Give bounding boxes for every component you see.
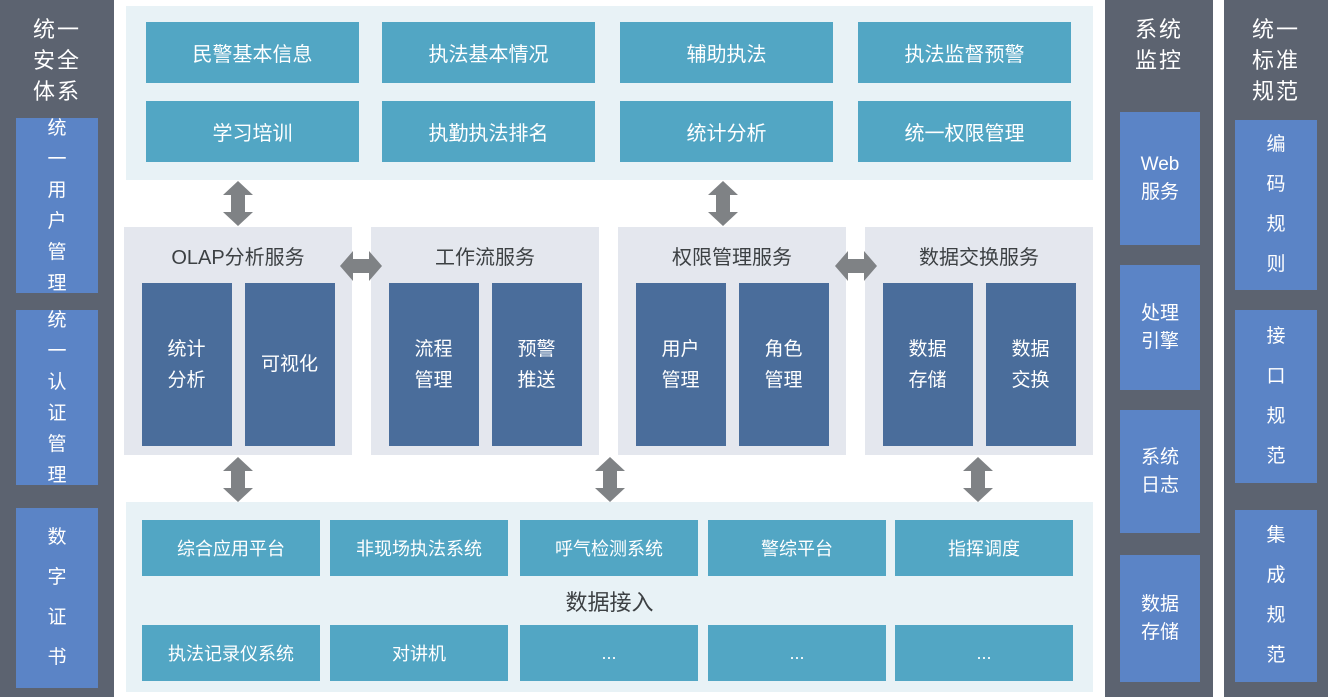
source-box-body-camera-system: 执法记录仪系统 <box>142 625 320 681</box>
source-box-command-dispatch: 指挥调度 <box>895 520 1073 576</box>
monitor-item-web-service: Web 服务 <box>1120 112 1200 245</box>
title-line: 体系 <box>32 79 81 104</box>
source-box-offsite-enforcement: 非现场执法系统 <box>330 520 508 576</box>
monitor-item-label: 引擎 <box>1140 330 1179 352</box>
double-arrow-vertical-icon <box>963 457 993 502</box>
service-box-label: 角色 <box>764 338 803 360</box>
title-line: 监控 <box>1134 48 1183 73</box>
service-box-label: 数据 <box>908 338 947 360</box>
service-box-label: 管理 <box>764 369 803 391</box>
service-group-title: 数据交换服务 <box>919 246 1039 269</box>
source-box-intercom: 对讲机 <box>330 625 508 681</box>
app-box-statistic-analysis: 统计分析 <box>620 101 833 162</box>
monitor-item-label: 日志 <box>1140 474 1179 496</box>
title-line: 系统 <box>1134 17 1183 42</box>
service-box-label: 管理 <box>661 369 700 391</box>
monitor-item-label: 处理 <box>1140 302 1179 324</box>
double-arrow-vertical-icon <box>223 457 253 502</box>
title-line: 标准 <box>1251 48 1300 73</box>
title-line: 规范 <box>1251 79 1300 104</box>
app-box-supervision-warning: 执法监督预警 <box>858 22 1071 83</box>
service-group-title: OLAP分析服务 <box>171 246 305 269</box>
service-box-label: 可视化 <box>260 354 318 375</box>
standards-column-title: 统一 标准 规范 <box>1224 0 1328 107</box>
sidebar-item-label: 统一认证管理 <box>47 309 67 486</box>
sidebar-item-unified-user-management: 统一用户管理 <box>16 118 98 294</box>
app-box-enforcement-basic: 执法基本情况 <box>382 22 595 83</box>
standard-item-interface-spec: 接口规范 <box>1235 310 1317 483</box>
security-sidebar-title: 统一 安全 体系 <box>0 0 114 107</box>
app-box-unified-permission: 统一权限管理 <box>858 101 1071 162</box>
service-box-label: 预警 <box>517 338 556 360</box>
service-group-data-exchange: 数据交换服务 数据 存储 数据 交换 <box>865 227 1093 455</box>
application-layer-section: 民警基本信息 执法基本情况 辅助执法 执法监督预警 学习培训 执勤执法排名 统计… <box>126 6 1093 180</box>
standard-item-label: 集成规范 <box>1266 525 1286 666</box>
standard-item-coding-rules: 编码规则 <box>1235 120 1317 290</box>
service-group-permission: 权限管理服务 用户 管理 角色 管理 <box>618 227 846 455</box>
standard-item-integration-spec: 集成规范 <box>1235 510 1317 682</box>
service-box-visualization: 可视化 <box>244 283 335 446</box>
data-access-section: 综合应用平台 非现场执法系统 呼气检测系统 警综平台 指挥调度 数据接入 执法记… <box>126 502 1093 692</box>
double-arrow-vertical-icon <box>708 181 738 226</box>
monitor-item-system-log: 系统日志 <box>1120 410 1200 533</box>
source-box-integrated-platform: 综合应用平台 <box>142 520 320 576</box>
service-box-label: 推送 <box>517 369 556 391</box>
monitor-item-label: 存储 <box>1140 621 1179 643</box>
title-line: 统一 <box>32 17 81 42</box>
service-box-label: 统计 <box>167 338 206 360</box>
system-monitor-column: 系统 监控 Web 服务 处理引擎 系统日志 数据存储 <box>1105 0 1213 697</box>
service-box-label: 用户 <box>661 338 700 360</box>
double-arrow-vertical-icon <box>595 457 625 502</box>
service-box-label: 数据 <box>1011 338 1050 360</box>
service-box-data-exchange: 数据 交换 <box>985 283 1076 446</box>
system-monitor-title: 系统 监控 <box>1105 0 1213 76</box>
source-box-ellipsis: ... <box>895 625 1073 681</box>
monitor-item-data-storage: 数据存储 <box>1120 555 1200 682</box>
source-box-breath-test: 呼气检测系统 <box>520 520 698 576</box>
service-group-title: 工作流服务 <box>435 246 535 269</box>
source-box-ellipsis: ... <box>520 625 698 681</box>
service-box-label: 存储 <box>908 369 947 391</box>
sidebar-item-unified-auth-management: 统一认证管理 <box>16 310 98 486</box>
monitor-item-label: 系统 <box>1140 446 1179 468</box>
service-box-role-management: 角色 管理 <box>738 283 829 446</box>
monitor-item-label: Web <box>1140 153 1180 175</box>
service-box-label: 管理 <box>414 369 453 391</box>
service-group-olap: OLAP分析服务 统计 分析 可视化 <box>124 227 352 455</box>
standard-item-label: 编码规则 <box>1266 134 1286 275</box>
sidebar-item-label: 数字证书 <box>47 527 67 668</box>
service-box-label: 流程 <box>414 338 453 360</box>
service-box-label: 交换 <box>1011 369 1050 391</box>
security-sidebar: 统一 安全 体系 统一用户管理 统一认证管理 数字证书 <box>0 0 114 697</box>
service-box-user-management: 用户 管理 <box>635 283 726 446</box>
double-arrow-horizontal-icon <box>835 251 877 281</box>
sidebar-item-label: 统一用户管理 <box>47 117 67 294</box>
service-group-workflow: 工作流服务 流程 管理 预警 推送 <box>371 227 599 455</box>
service-group-title: 权限管理服务 <box>672 246 792 269</box>
service-box-label: 分析 <box>167 369 206 391</box>
title-line: 安全 <box>32 48 81 73</box>
app-box-police-basic-info: 民警基本信息 <box>146 22 359 83</box>
monitor-item-label: 数据 <box>1140 593 1179 615</box>
monitor-item-processing-engine: 处理引擎 <box>1120 265 1200 390</box>
source-box-police-platform: 警综平台 <box>708 520 886 576</box>
double-arrow-vertical-icon <box>223 181 253 226</box>
app-box-duty-ranking: 执勤执法排名 <box>382 101 595 162</box>
double-arrow-horizontal-icon <box>340 251 382 281</box>
standards-column: 统一 标准 规范 编码规则 接口规范 集成规范 <box>1224 0 1328 697</box>
service-box-warning-push: 预警 推送 <box>491 283 582 446</box>
app-box-assist-enforcement: 辅助执法 <box>620 22 833 83</box>
service-box-statistic-analysis: 统计 分析 <box>141 283 232 446</box>
service-box-process-management: 流程 管理 <box>388 283 479 446</box>
monitor-item-label: 服务 <box>1140 181 1179 203</box>
sidebar-item-digital-certificate: 数字证书 <box>16 508 98 688</box>
standard-item-label: 接口规范 <box>1266 325 1286 467</box>
service-box-data-storage: 数据 存储 <box>882 283 973 446</box>
title-line: 统一 <box>1251 17 1300 42</box>
app-box-learning-training: 学习培训 <box>146 101 359 162</box>
source-box-ellipsis: ... <box>708 625 886 681</box>
data-access-label: 数据接入 <box>565 590 654 615</box>
